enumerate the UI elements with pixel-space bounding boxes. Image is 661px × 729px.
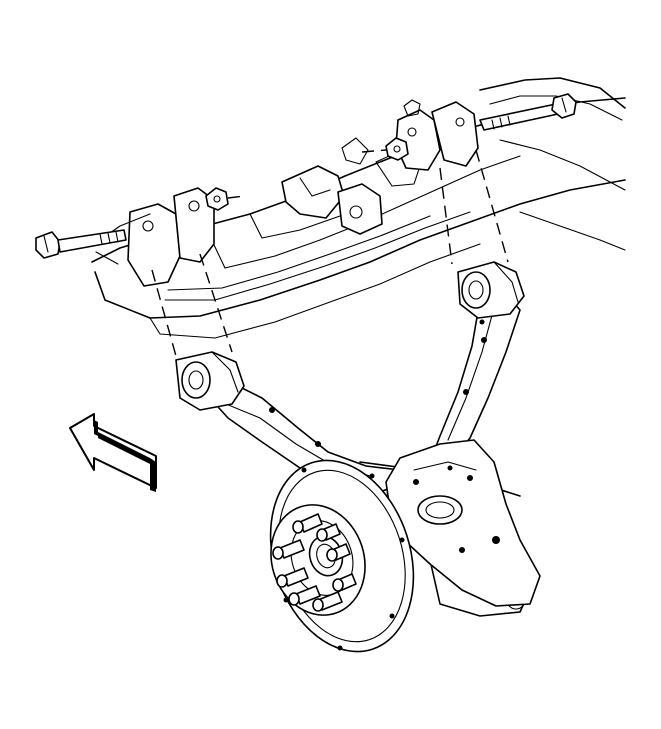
wheel-stud: [332, 573, 357, 592]
rear-bushing: [457, 261, 525, 319]
wheel-stud: [288, 585, 321, 606]
nut-left: [205, 187, 245, 211]
wheel-stud: [316, 523, 341, 542]
wheel-studs: [272, 513, 357, 612]
wheel-stud: [326, 543, 351, 562]
wheel-stud: [276, 567, 309, 588]
nut-right: [361, 137, 409, 161]
wheel-stud: [272, 539, 305, 560]
wheel-stud: [312, 591, 343, 612]
front-bolt-left: [35, 229, 127, 259]
front-bolt-right: [479, 93, 577, 131]
left-front-mount: [35, 187, 245, 357]
lower-control-arm: [209, 295, 541, 607]
front-bushing: [175, 351, 245, 411]
wheel-stud: [292, 513, 323, 534]
right-rear-mount: [361, 93, 577, 265]
forward-direction-arrow: [69, 413, 157, 492]
